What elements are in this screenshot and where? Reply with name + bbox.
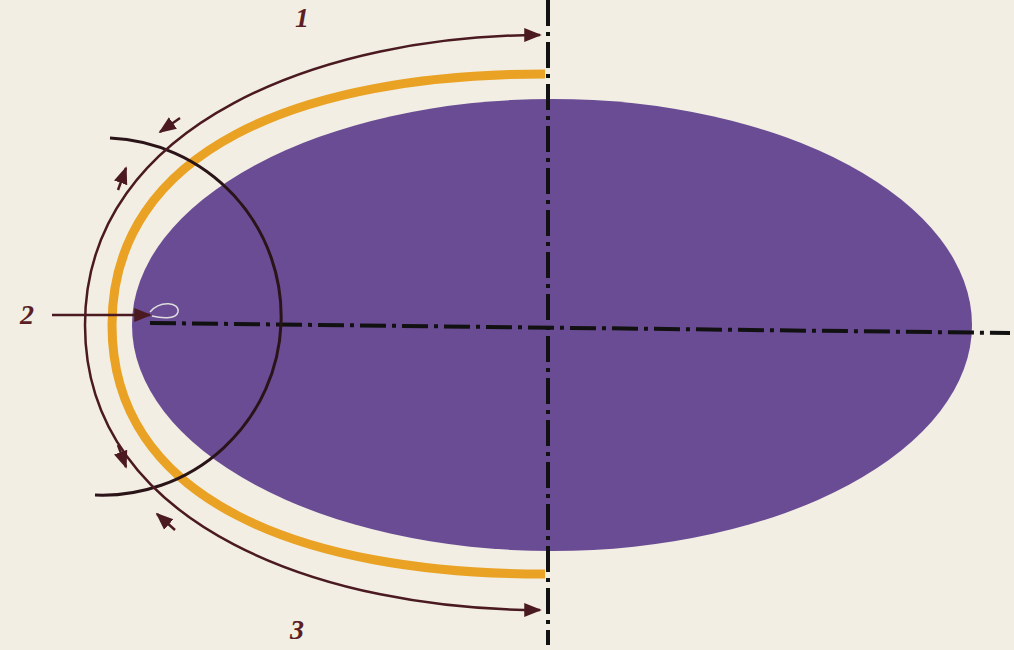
contour-arrow <box>85 35 540 610</box>
arrow-head <box>118 168 126 190</box>
arrow-head <box>118 445 126 467</box>
arrow-head <box>160 118 180 132</box>
horizontal-axis <box>150 323 1010 333</box>
circle-arc <box>95 138 281 495</box>
callout-number: 2 <box>20 301 34 329</box>
arrow-head <box>157 514 175 530</box>
mark <box>150 304 178 318</box>
callout-number: 1 <box>295 4 309 32</box>
pointer-arrow <box>52 314 150 317</box>
vertical-axis <box>546 0 550 645</box>
callout-number: 3 <box>290 616 304 644</box>
